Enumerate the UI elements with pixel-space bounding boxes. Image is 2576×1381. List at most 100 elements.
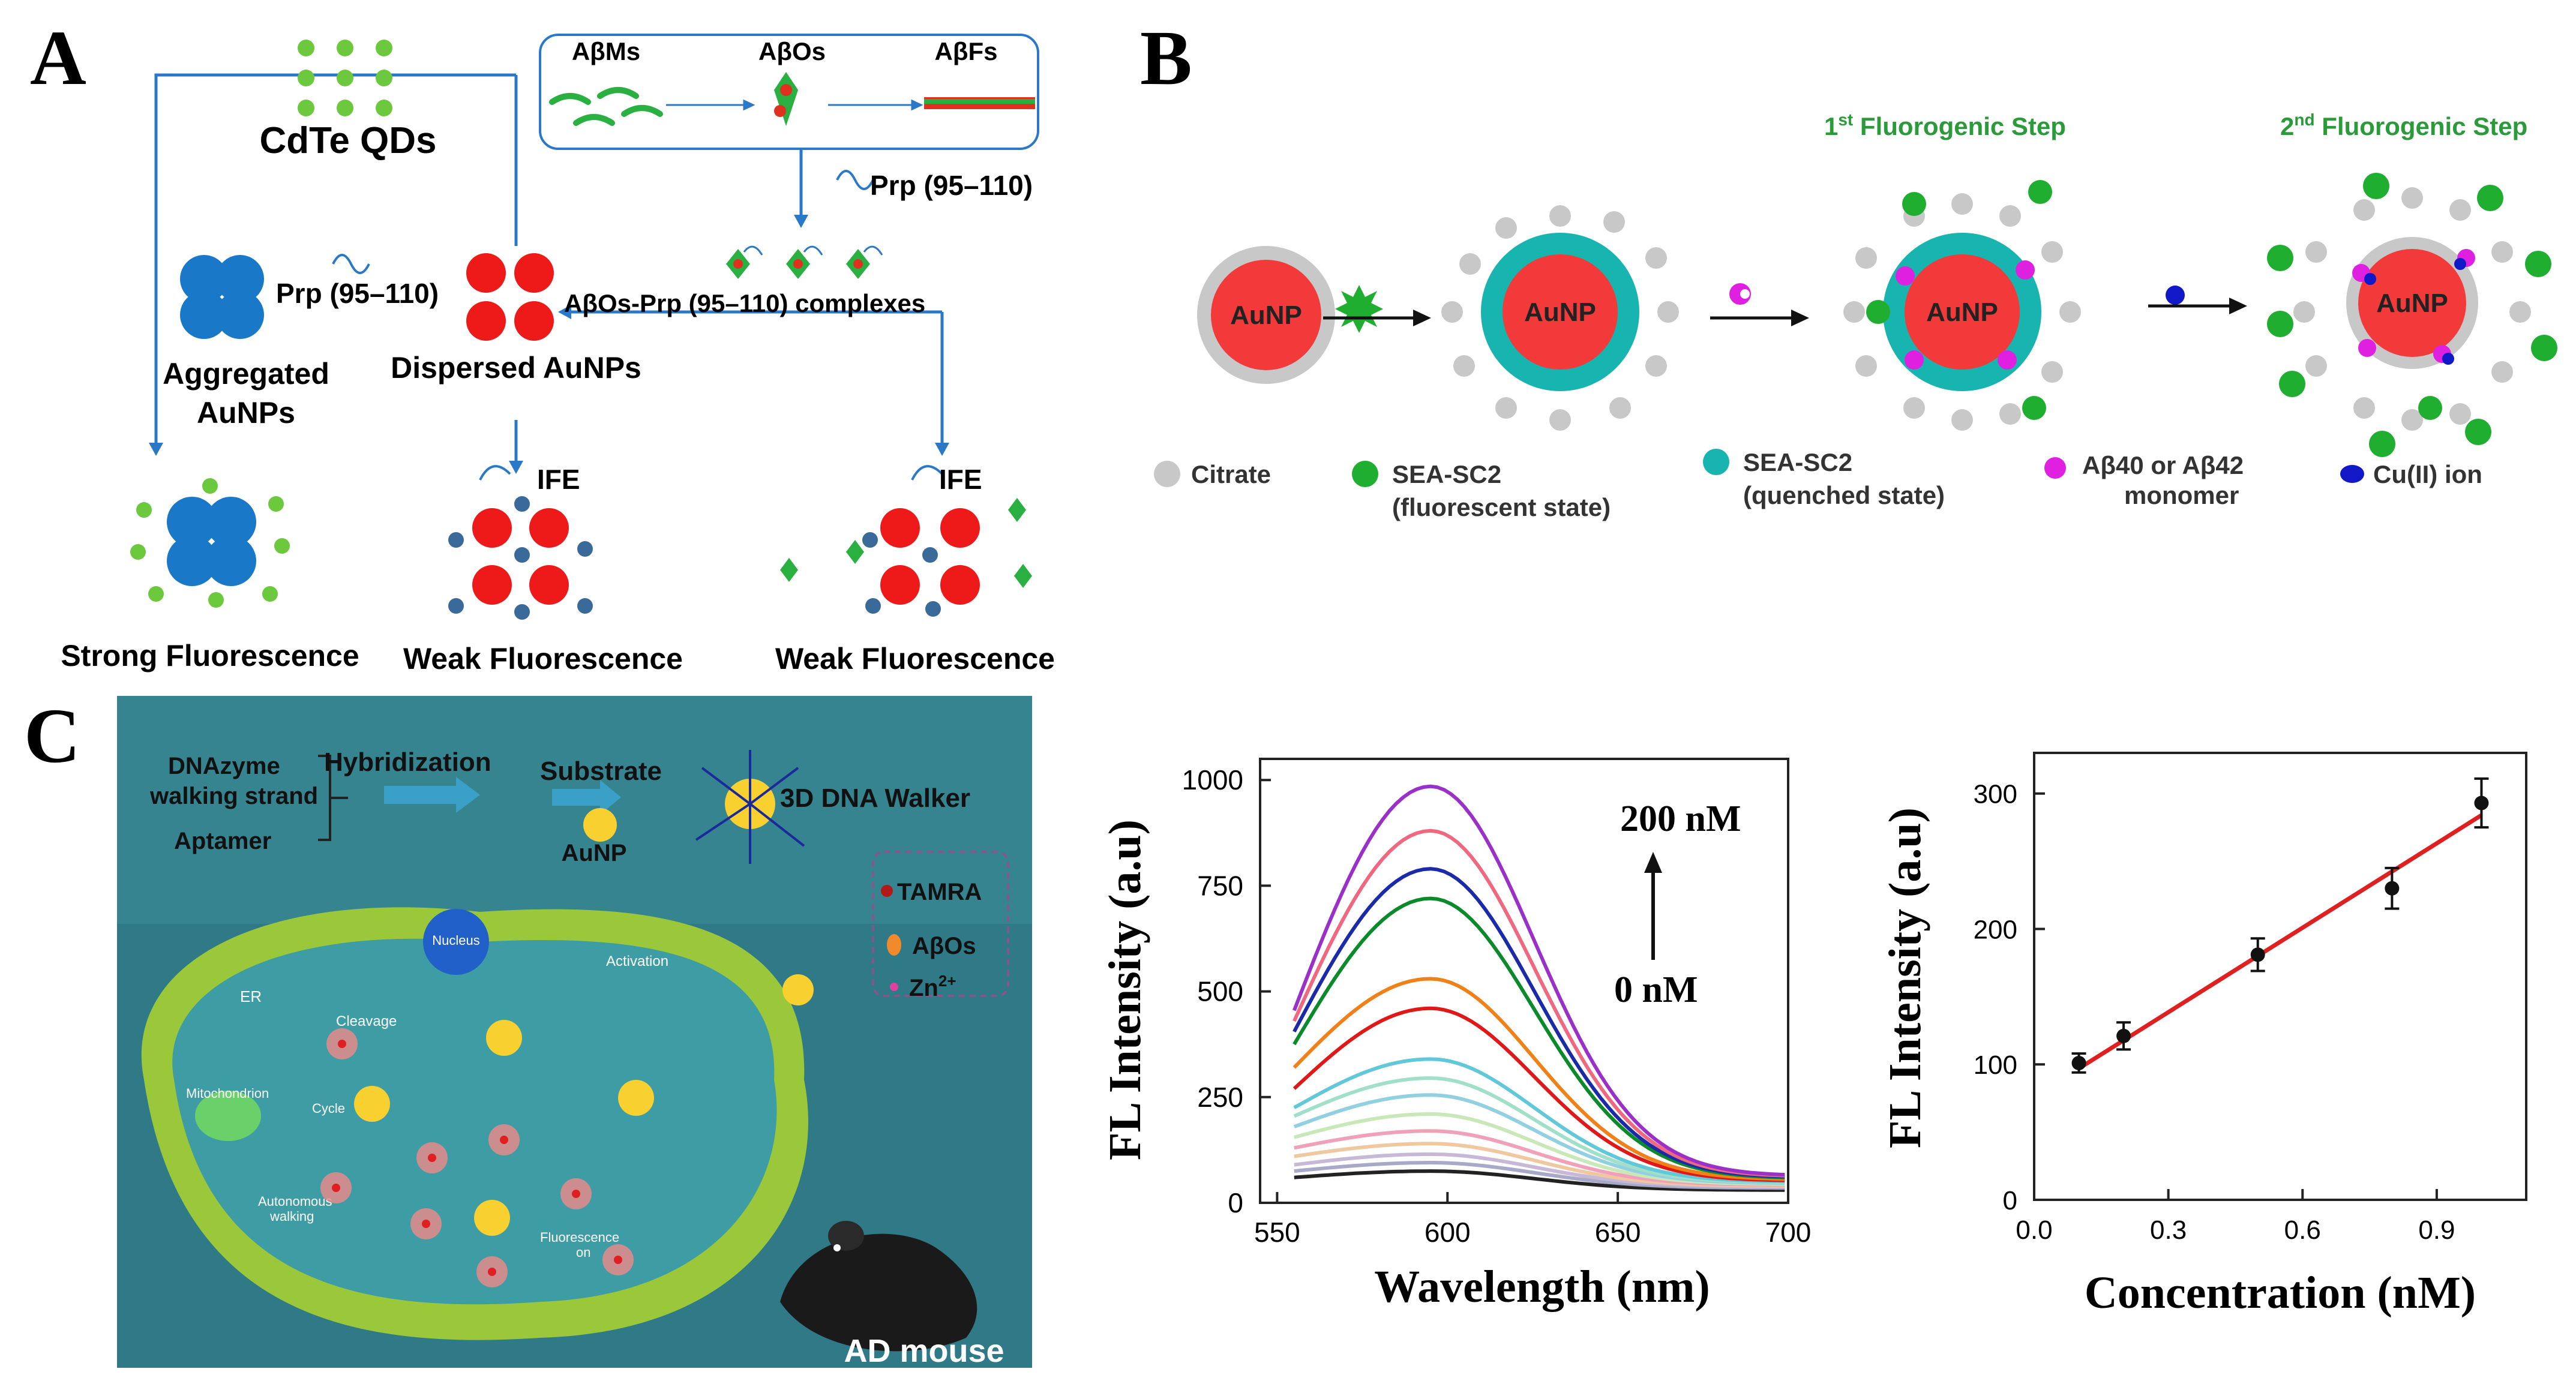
- spectra-annotation-top: 200 nM: [1620, 798, 1741, 839]
- step2-title: 2nd Fluorogenic Step: [2280, 110, 2527, 140]
- abos-prp-complexes: [726, 245, 883, 279]
- aunp-label-4: AuNP: [2376, 289, 2448, 318]
- dnazyme-label-1: DNAzyme: [168, 753, 280, 779]
- weak-fluorescence-1-graphic: IFE: [448, 464, 593, 620]
- legend-zn: Zn2+: [909, 972, 956, 1001]
- dnazyme-label-2: walking strand: [149, 783, 318, 809]
- aggregated-label-2: AuNPs: [197, 396, 295, 430]
- calibration-point: [2385, 881, 2400, 896]
- spectra-series-line: [1293, 867, 1785, 1179]
- spectra-annotation-bottom: 0 nM: [1614, 969, 1698, 1010]
- spectra-xtick-label: 600: [1425, 1217, 1471, 1248]
- prp-top-label: Prp (95–110): [870, 170, 1033, 201]
- panel-c-legend-box: [872, 851, 1009, 997]
- legend-cu: Cu(II) ion: [2373, 460, 2482, 488]
- legend-ab-swatch: [2044, 457, 2066, 479]
- legend-ab-2: monomer: [2124, 481, 2239, 509]
- spectra-lines: [1293, 784, 1785, 1192]
- complexes-label: AβOs-Prp (95–110) complexes: [564, 289, 925, 317]
- aunp-label-2: AuNP: [1524, 298, 1596, 327]
- legend-sea-fluor-2: (fluorescent state): [1392, 493, 1611, 521]
- panel-label-a: A: [30, 15, 86, 101]
- zn-swatch: [890, 983, 898, 991]
- prp-left-icon: [332, 254, 370, 274]
- weak-fluorescence-label-1: Weak Fluorescence: [403, 642, 683, 676]
- er-label: ER: [240, 987, 262, 1005]
- mitochondrion-label: Mitochondrion: [186, 1086, 269, 1101]
- abfs-fibril-stripe: [924, 99, 1035, 104]
- calibration-xtick-label: 0.0: [2016, 1215, 2052, 1245]
- autonomous-label-2: walking: [269, 1209, 314, 1224]
- fluorescence-on-label-2: on: [576, 1245, 590, 1260]
- calibration-marks: [2071, 777, 2489, 1074]
- strong-fluorescence-graphic: [130, 478, 290, 608]
- prp-left-label: Prp (95–110): [276, 278, 439, 309]
- legend-sea-fluor-swatch: [1352, 461, 1378, 487]
- dispersed-aunps: [466, 253, 554, 341]
- calibration-xlabel: Concentration (nM): [2085, 1268, 2476, 1318]
- abfs-label: AβFs: [935, 37, 998, 65]
- spectra-ytick-label: 1000: [1182, 764, 1243, 795]
- spectra-frame: [1259, 758, 1789, 1204]
- calibration-ytick-label: 200: [1974, 915, 2017, 944]
- calibration-frame: [2033, 752, 2527, 1201]
- aunp-cu-stage: AuNP: [2267, 173, 2557, 457]
- mitochondrion: [195, 1091, 261, 1141]
- panel-c: DNAzyme walking strand Aptamer Hybridiza…: [117, 696, 1032, 1369]
- legend-citrate: Citrate: [1191, 460, 1271, 488]
- abos-swatch: [887, 934, 901, 956]
- spectra-xlabel: Wavelength (nm): [1374, 1262, 1710, 1312]
- spectra-ylabel: FL Intensity (a.u): [1100, 819, 1150, 1160]
- panel-b-legend: Citrate SEA-SC2 (fluorescent state) SEA-…: [1154, 448, 2482, 521]
- calibration-ytick-label: 0: [2003, 1186, 2017, 1215]
- legend-sea-quench-2: (quenched state): [1743, 481, 1945, 509]
- spectra-series-line: [1294, 1169, 1785, 1192]
- abos-oligomers: [774, 72, 798, 126]
- spectra-ytick-label: 500: [1197, 976, 1243, 1007]
- spectra-series-line: [1293, 1006, 1785, 1182]
- aunp-sea-stage: AuNP: [1441, 205, 1679, 431]
- cdte-qd-cluster: [298, 40, 392, 116]
- spectra-arrowhead: [1644, 852, 1662, 873]
- aunp-c-label: AuNP: [562, 840, 627, 866]
- calibration-xtick-label: 0.6: [2284, 1215, 2321, 1245]
- panel-a-arrowheads: [149, 215, 949, 474]
- aunp-bead: [583, 808, 617, 842]
- ab-monomer-icon: [1729, 283, 1751, 305]
- ife-label-1: IFE: [537, 464, 580, 495]
- aptamer-label: Aptamer: [174, 828, 271, 854]
- abos-label: AβOs: [758, 37, 826, 65]
- calibration-fit-line: [2077, 813, 2483, 1070]
- legend-sea-fluor-1: SEA-SC2: [1392, 460, 1501, 488]
- step1-title: 1st Fluorogenic Step: [1824, 110, 2066, 140]
- aunp-citrate-stage: AuNP: [1197, 246, 1335, 384]
- prp-peptide-icon: [836, 170, 874, 190]
- spectra-series-line: [1293, 977, 1785, 1181]
- abeta-box-arrows: [666, 99, 923, 111]
- walker-label: 3D DNA Walker: [780, 783, 970, 813]
- spectra-ytick-label: 250: [1197, 1082, 1243, 1113]
- calibration-point: [2071, 1055, 2086, 1070]
- panel-label-b: B: [1140, 15, 1192, 101]
- aunp-ab-stage: AuNP: [1843, 180, 2081, 431]
- spectra-ytick-label: 0: [1228, 1187, 1243, 1218]
- strong-fluorescence-label: Strong Fluorescence: [61, 639, 359, 673]
- panel-a-arrows: [154, 73, 944, 462]
- ad-mouse: [780, 1221, 977, 1352]
- cdte-qds-label: CdTe QDs: [259, 120, 436, 161]
- calibration-point: [2474, 795, 2489, 810]
- abms-label: AβMs: [572, 37, 640, 65]
- aggregated-aunps: [180, 255, 264, 339]
- cu-ion-icon: [2166, 286, 2185, 305]
- cycle-label: Cycle: [312, 1101, 345, 1116]
- sea-fluor-icon: [1335, 285, 1383, 333]
- weak-fluorescence-2-graphic: IFE: [780, 464, 1032, 617]
- fluorescence-on-label-1: Fluorescence: [540, 1230, 619, 1245]
- ife-label-2: IFE: [939, 464, 982, 495]
- calibration-ytick-label: 300: [1974, 780, 2017, 809]
